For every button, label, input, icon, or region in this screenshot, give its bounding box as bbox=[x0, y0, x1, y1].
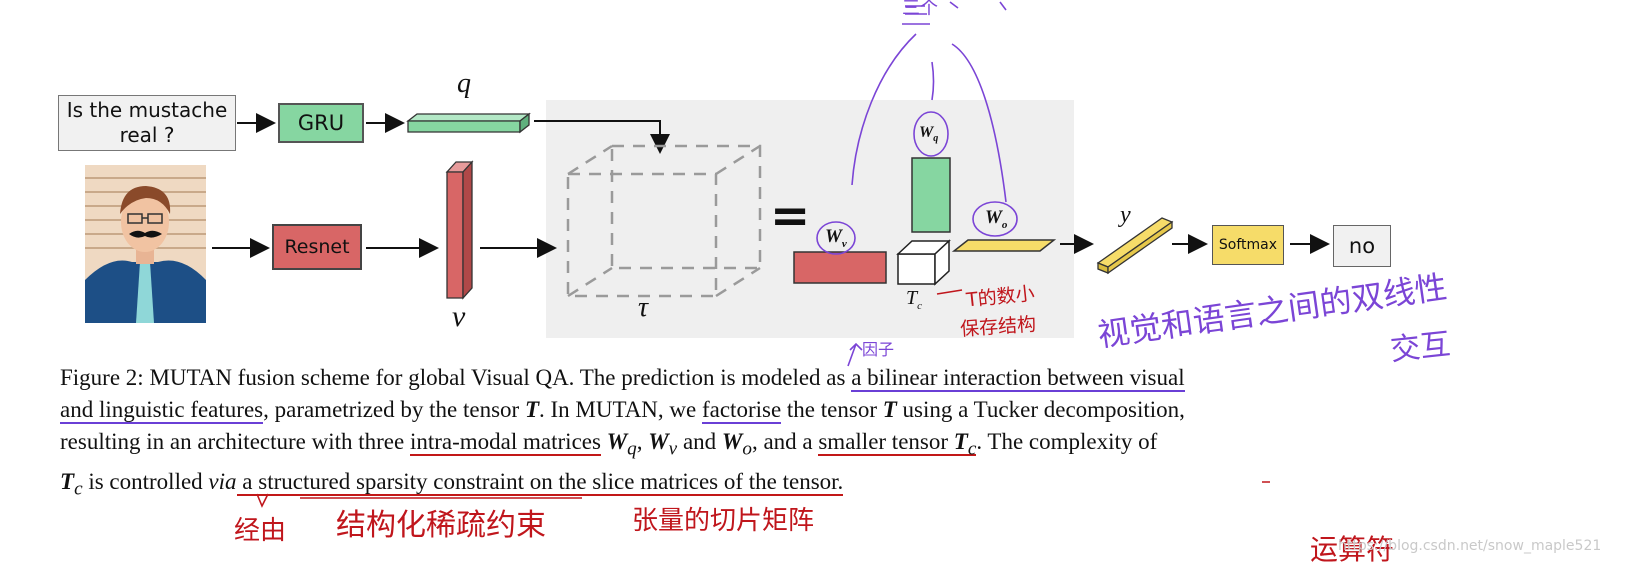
caption-line-1: Figure 2: MUTAN fusion scheme for global… bbox=[60, 365, 1185, 392]
y-vector bbox=[1096, 217, 1174, 275]
v-vector bbox=[445, 160, 474, 300]
core-note-2: 保存结构 bbox=[959, 313, 1037, 341]
tensor-cube bbox=[566, 144, 762, 298]
tc-arrow bbox=[936, 289, 963, 295]
watermark: https://blog.csdn.net/snow_maple521 bbox=[1338, 538, 1602, 554]
wq-matrix bbox=[911, 157, 951, 233]
factor-arrow bbox=[847, 342, 863, 367]
caption-line-2: and linguistic features, parametrized by… bbox=[60, 397, 1185, 424]
q-vector bbox=[406, 112, 531, 134]
tc-label: Tc bbox=[906, 287, 923, 312]
factor-note: 因子 bbox=[862, 340, 895, 359]
question-box: Is the mustache real ? bbox=[58, 95, 236, 151]
answer-label: no bbox=[1348, 234, 1376, 258]
gru-label: GRU bbox=[297, 111, 345, 135]
wo-matrix bbox=[951, 239, 1057, 252]
y-label: y bbox=[1120, 202, 1131, 228]
slice-note: 张量的切片矩阵 bbox=[632, 506, 815, 536]
v-label: v bbox=[452, 300, 466, 333]
answer-box: no bbox=[1333, 225, 1391, 267]
caption-line-3: resulting in an architecture with three … bbox=[60, 429, 1158, 460]
underline-handwritten bbox=[300, 481, 1270, 499]
figure-caption: Figure 2: MUTAN fusion scheme for global… bbox=[60, 362, 1400, 505]
resnet-label: Resnet bbox=[284, 236, 350, 258]
q-label: q bbox=[457, 68, 471, 99]
resnet-box: Resnet bbox=[272, 224, 362, 270]
wv-label: Wv bbox=[825, 226, 847, 250]
question-text: Is the mustache real ? bbox=[66, 98, 228, 147]
equals-sign: = bbox=[770, 188, 811, 244]
core-tensor bbox=[896, 239, 951, 286]
tau-label: τ bbox=[638, 292, 649, 323]
via-arrow bbox=[256, 493, 269, 508]
purple-annotations bbox=[816, 1, 1018, 255]
via-note: 经由 bbox=[234, 516, 287, 546]
wv-matrix bbox=[793, 251, 887, 284]
gru-box: GRU bbox=[278, 103, 364, 143]
bottom-note: 运算符 bbox=[1310, 533, 1395, 566]
wo-label: Wo bbox=[985, 207, 1008, 231]
top-note: 三个 bbox=[902, 0, 938, 19]
tensor-panel bbox=[546, 100, 1074, 338]
wq-label: Wq bbox=[919, 124, 939, 145]
constraint-note: 结构化稀疏约束 bbox=[336, 508, 546, 543]
softmax-label: Softmax bbox=[1218, 237, 1278, 253]
caption-line-4: Tc is controlled via a structured sparsi… bbox=[60, 468, 844, 500]
portrait-image bbox=[85, 165, 206, 323]
softmax-box: Softmax bbox=[1212, 225, 1284, 265]
